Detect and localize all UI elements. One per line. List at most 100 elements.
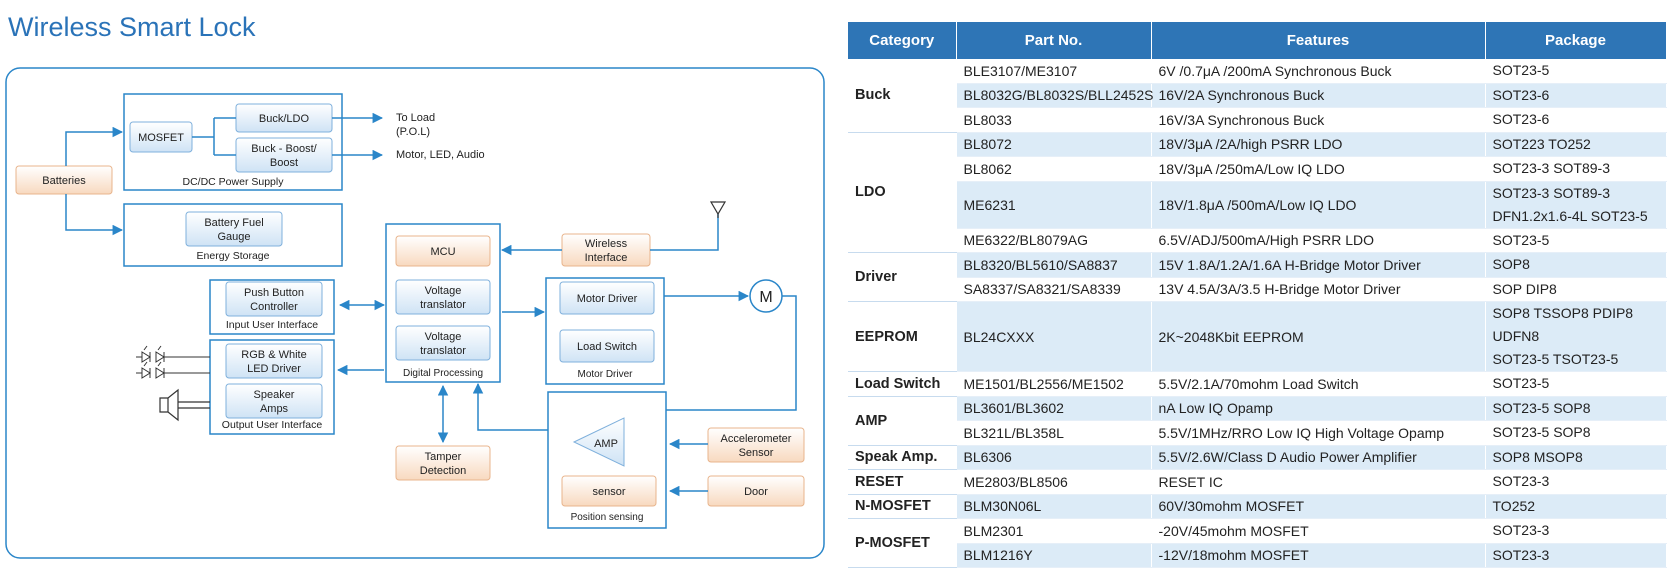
antenna-icon	[709, 201, 727, 218]
part-number-cell: BL8033	[956, 107, 1152, 133]
package-cell: SOT23-5	[1485, 59, 1667, 84]
category-cell: AMP	[848, 396, 957, 446]
features-cell: 2K~2048Kbit EEPROM	[1151, 301, 1486, 372]
page-title: Wireless Smart Lock	[8, 12, 256, 42]
tamper-block	[395, 445, 491, 481]
door-label: Door	[744, 486, 768, 498]
accelerometer-label-2: Sensor	[739, 447, 774, 459]
part-number-cell: BL8072	[956, 132, 1152, 157]
package-cell: TO252	[1485, 494, 1667, 519]
package-cell: SOT23-5 SOP8	[1485, 396, 1667, 421]
category-cell: Speak Amp.	[848, 445, 957, 470]
mosfet-label: MOSFET	[138, 132, 184, 144]
amp-triangle	[572, 417, 625, 467]
features-cell: -12V/18mohm MOSFET	[1151, 543, 1486, 568]
mcu-label: MCU	[430, 246, 455, 258]
dcdc-caption: DC/DC Power Supply	[183, 176, 285, 188]
buck-ldo-label: Buck/LDO	[259, 113, 310, 125]
fuel-gauge-label-2: Gauge	[217, 231, 250, 243]
part-number-cell: BL3601/BL3602	[956, 396, 1152, 421]
part-number-cell: BL6306	[956, 445, 1152, 470]
part-number-cell: BLM1216Y	[956, 543, 1152, 568]
energy-storage-group	[123, 203, 343, 267]
wireless-label-1: Wireless	[585, 238, 628, 250]
features-cell: 6.5V/ADJ/500mA/High PSRR LDO	[1151, 228, 1486, 253]
category-cell: LDO	[848, 132, 957, 253]
features-cell: 13V 4.5A/3A/3.5 H-Bridge Motor Driver	[1151, 277, 1486, 302]
fuel-gauge-block	[185, 211, 283, 247]
diagram-frame	[5, 67, 825, 559]
package-line: SOT23-3 SOT89-3	[1492, 184, 1611, 201]
package-cell: SOP8 MSOP8	[1485, 445, 1667, 470]
output-ui-caption: Output User Interface	[222, 419, 323, 431]
features-cell: 18V/3μA /2A/high PSRR LDO	[1151, 132, 1486, 157]
dcdc-group	[123, 93, 343, 191]
position-sensing-caption: Position sensing	[571, 512, 644, 523]
package-cell: SOP DIP8	[1485, 277, 1667, 302]
features-cell: 15V 1.8A/1.2A/1.6A H-Bridge Motor Driver	[1151, 252, 1486, 278]
batteries-block	[15, 165, 113, 195]
part-number-cell: BL321L/BL358L	[956, 420, 1152, 446]
package-line: SOT23-3	[1492, 522, 1550, 539]
package-line: SOT23-6	[1492, 86, 1550, 103]
package-line: SOP8 MSOP8	[1492, 448, 1583, 465]
package-line: SOT23-3 SOT89-3	[1492, 160, 1611, 177]
motor-led-audio-label: Motor, LED, Audio	[396, 149, 485, 161]
sensor-label: sensor	[592, 486, 625, 498]
speaker-amp-block	[225, 383, 323, 419]
part-number-cell: BLE3107/ME3107	[956, 59, 1152, 84]
package-cell: SOT23-3 SOT89-3	[1485, 156, 1667, 182]
energy-storage-caption: Energy Storage	[197, 250, 270, 262]
features-cell: 18V/1.8μA /500mA/Low IQ LDO	[1151, 181, 1486, 229]
features-cell: RESET IC	[1151, 469, 1486, 495]
led-icon	[136, 345, 210, 379]
part-number-cell: BL24CXXX	[956, 301, 1152, 372]
motor-driver-label: Motor Driver	[577, 293, 638, 305]
category-cell: N-MOSFET	[848, 494, 957, 519]
features-cell: 60V/30mohm MOSFET	[1151, 494, 1486, 519]
package-cell: SOT23-3	[1485, 469, 1667, 495]
mcu-block	[395, 235, 491, 267]
package-line: SOT23-5	[1492, 375, 1550, 392]
voltage-translator-block-2	[395, 325, 491, 361]
motor-driver-block	[559, 281, 655, 315]
package-line: SOT23-5	[1492, 231, 1550, 248]
rgb-led-label-2: LED Driver	[247, 363, 301, 375]
part-number-cell: BL8032G/BL8032S/BLL2452S	[956, 83, 1153, 108]
features-cell: 18V/3μA /250mA/Low IQ LDO	[1151, 156, 1486, 182]
header-part-no: Part No.	[956, 22, 1152, 59]
wireless-label-2: Interface	[585, 252, 628, 264]
tamper-label-2: Detection	[420, 465, 466, 477]
package-line: SOT23-5 SOP8	[1492, 424, 1591, 441]
package-cell: SOT23-5	[1485, 371, 1667, 397]
category-cell: Load Switch	[848, 371, 957, 397]
features-cell: -20V/45mohm MOSFET	[1151, 518, 1486, 544]
package-line: SOP DIP8	[1492, 280, 1557, 297]
part-number-cell: BL8062	[956, 156, 1152, 182]
voltage-translator-2-label-2: translator	[420, 345, 466, 357]
part-number-cell: BL8320/BL5610/SA8837	[956, 252, 1152, 278]
part-number-cell: ME1501/BL2556/ME1502	[956, 371, 1152, 397]
part-number-cell: SA8337/SA8321/SA8339	[956, 277, 1152, 302]
features-cell: 5.5V/2.1A/70mohm Load Switch	[1151, 371, 1486, 397]
tamper-label-1: Tamper	[425, 451, 462, 463]
rgb-led-label-1: RGB & White	[241, 349, 306, 361]
category-cell: EEPROM	[848, 301, 957, 372]
speaker-amp-label-1: Speaker	[254, 389, 295, 401]
motor-driver-caption: Motor Driver	[577, 369, 633, 380]
batteries-label: Batteries	[42, 175, 86, 187]
push-button-block	[225, 281, 323, 317]
digital-processing-group	[385, 223, 501, 383]
package-cell: SOT23-3	[1485, 518, 1667, 544]
accelerometer-block	[707, 427, 805, 463]
package-line: SOT23-3	[1492, 546, 1550, 563]
